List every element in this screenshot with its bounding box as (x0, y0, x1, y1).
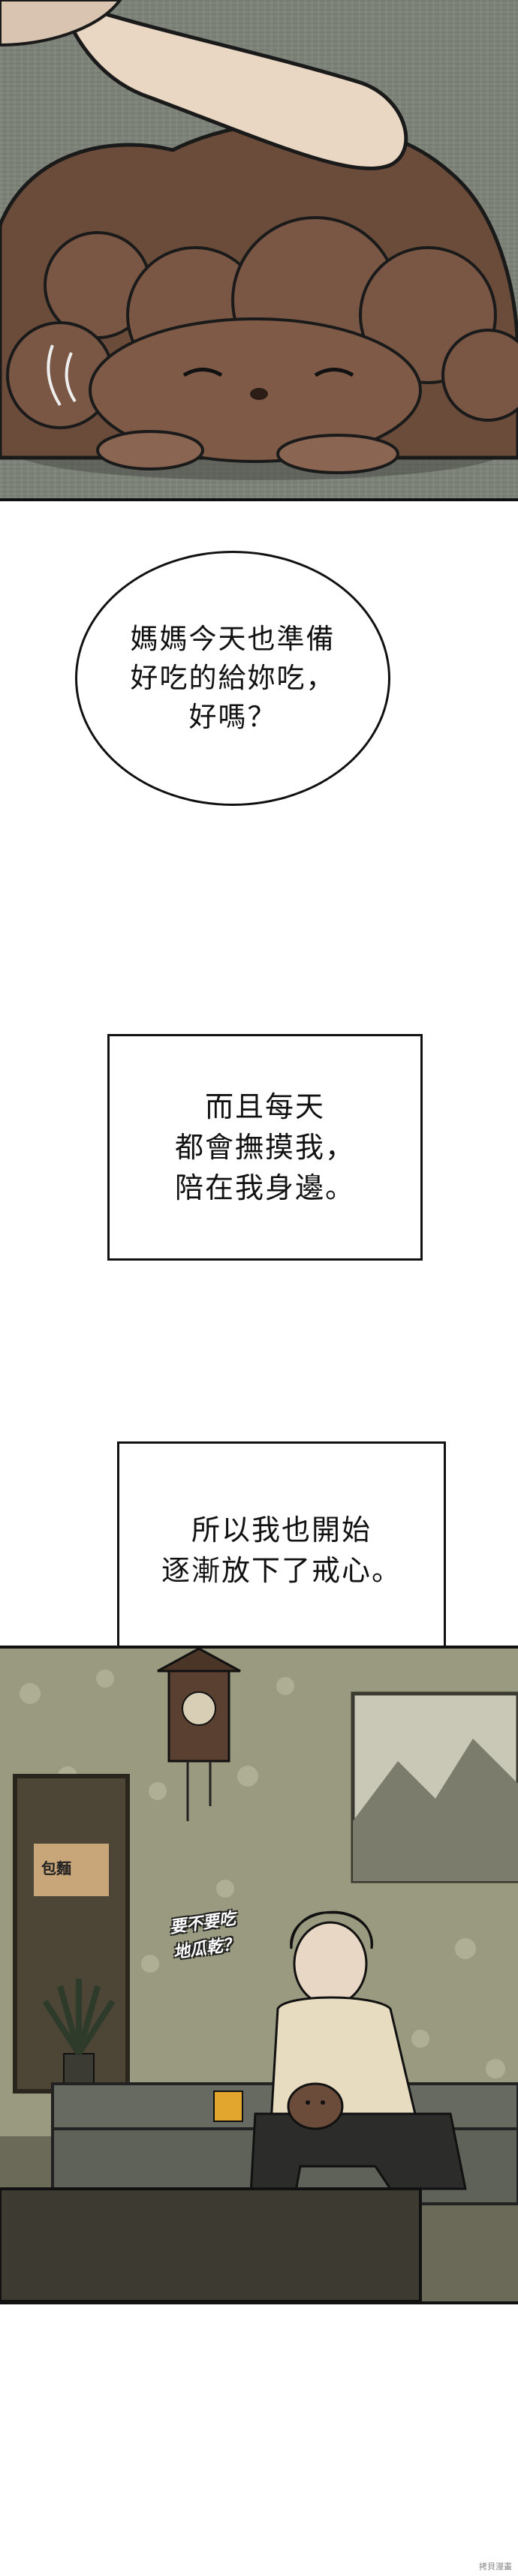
narration-line: 陪在我身邊。 (174, 1171, 355, 1204)
panel-dog-petting (0, 0, 518, 501)
speech-bubble: 媽媽今天也準備 好吃的給妳吃， 好嗎？ (75, 551, 390, 806)
cuckoo-clock (157, 1649, 241, 1821)
narration-line: 逐漸放下了戒心。 (161, 1554, 402, 1587)
speech-line: 好吃的給妳吃， (130, 662, 336, 694)
narration-box-2: 所以我也開始 逐漸放下了戒心。 (117, 1441, 446, 1659)
watermark: 拷貝漫畫 (479, 2562, 512, 2571)
narration-box-1: 而且每天 都會撫摸我， 陪在我身邊。 (107, 1034, 423, 1261)
speech-bubble-text: 媽媽今天也準備 好吃的給妳吃， 好嗎？ (77, 553, 388, 804)
speech-line: 媽媽今天也準備 (130, 623, 336, 655)
panel-living-room: 包麵 (0, 1646, 518, 2304)
narration-line: 所以我也開始 (191, 1513, 372, 1547)
narration-line: 而且每天 (204, 1090, 325, 1123)
dog-petting-illustration (0, 0, 518, 480)
woman-figure (213, 1910, 467, 2250)
room-sign: 包麵 (41, 1859, 71, 1877)
speech-line: 好嗎？ (188, 701, 277, 733)
panel-border (0, 498, 518, 501)
narration-line: 都會撫摸我， (174, 1131, 355, 1164)
living-room-illustration: 包麵 (0, 1649, 518, 2301)
